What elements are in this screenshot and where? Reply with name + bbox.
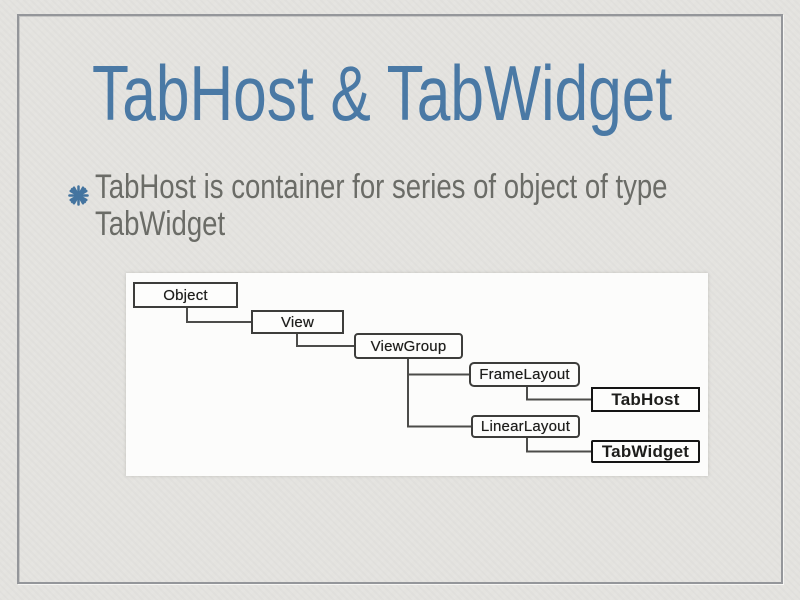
class-box-linearlayout: LinearLayout: [471, 415, 580, 438]
class-box-tabwidget: TabWidget: [591, 440, 700, 463]
slide-border-frame: [17, 14, 783, 584]
class-box-view: View: [251, 310, 344, 334]
bullet-text: TabHost is container for series of objec…: [95, 168, 668, 243]
class-box-tabhost: TabHost: [591, 387, 700, 412]
class-box-object: Object: [133, 282, 238, 308]
class-hierarchy-figure: Object View ViewGroup FrameLayout TabHos…: [126, 273, 708, 476]
hierarchy-connector-lines: [186, 308, 591, 453]
slide-title-text: TabHost & TabWidget: [92, 49, 673, 137]
asterisk-bullet-icon: [68, 185, 89, 206]
class-box-viewgroup: ViewGroup: [354, 333, 463, 359]
class-box-framelayout: FrameLayout: [469, 362, 580, 387]
slide-title: TabHost & TabWidget: [92, 54, 800, 132]
